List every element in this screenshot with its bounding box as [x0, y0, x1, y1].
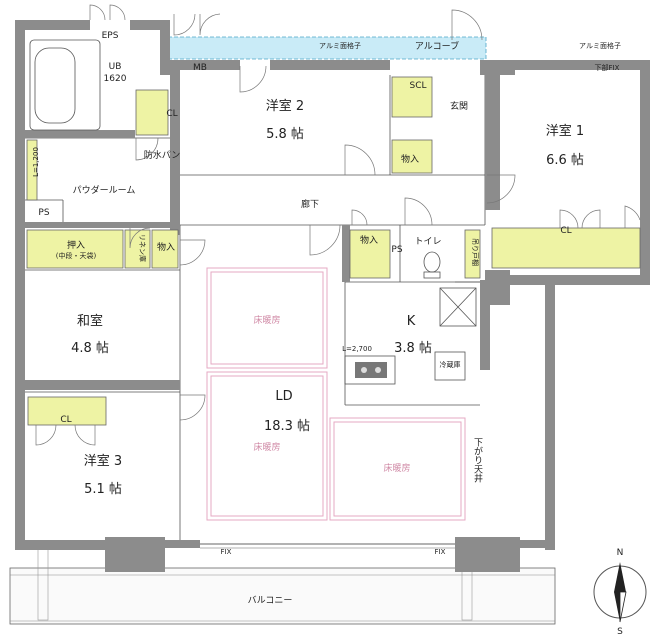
balcony	[9, 547, 556, 625]
mb-label: MB	[193, 63, 207, 73]
l1200-label: L=1,200	[32, 147, 40, 177]
compass-north: N	[617, 548, 624, 558]
balcony-label: バルコニー	[248, 595, 293, 606]
entrance-storage-label: 物入	[401, 153, 419, 165]
oshiire-sub-label: (中段・天袋)	[56, 251, 97, 260]
powder-shelf	[26, 139, 38, 201]
wall-shelf	[464, 229, 481, 279]
oshiire-label: 押入	[67, 239, 85, 251]
floor-heat2-label: 床暖房	[253, 441, 280, 453]
linen-label: リネン庫	[138, 234, 147, 262]
kitchen-label: K	[407, 314, 416, 329]
compass: N S	[593, 548, 647, 637]
linen-closet	[124, 229, 151, 269]
alumi-lattice-label: アルミ面格子	[319, 41, 361, 50]
western3-label: 洋室 3	[84, 453, 122, 469]
ps2-label: PS	[391, 245, 402, 255]
ub-size: 1620	[104, 74, 127, 84]
western2-label: 洋室 2	[266, 98, 304, 114]
kitchen-counter	[344, 351, 466, 385]
ld-size: 18.3 帖	[264, 419, 310, 434]
western1-size: 6.6 帖	[546, 153, 584, 168]
fix1-label: FIX	[221, 548, 232, 556]
fridge-label: 冷蔵庫	[440, 360, 461, 369]
western1-label: 洋室 1	[546, 123, 584, 139]
bathtub	[29, 39, 101, 131]
ld-label: LD	[275, 389, 292, 404]
washitsu-size: 4.8 帖	[71, 341, 109, 356]
l2700-label: L=2,700	[342, 345, 372, 353]
walls	[15, 20, 650, 572]
scl-label: SCL	[409, 81, 426, 91]
cl3-closet	[27, 396, 107, 426]
western3-size: 5.1 帖	[84, 482, 122, 497]
waterproof-pan-label: 防水パン	[144, 149, 180, 161]
door-swings	[35, 4, 641, 446]
fix2-label: FIX	[435, 548, 446, 556]
entrance-label: 玄関	[450, 100, 468, 112]
cl-ub-closet	[135, 89, 169, 136]
cl1-label: CL	[560, 226, 571, 236]
oshiire-closet	[26, 229, 124, 269]
ub-label: UB	[109, 62, 122, 72]
room-labels: EPS MB UB 1620 CL アルミ面格子 アルコーブ アルミ面格子 下部…	[32, 31, 621, 606]
shelf-label: 吊り戸棚	[471, 238, 480, 266]
ps1-label: PS	[38, 208, 49, 218]
floor-heat3-label: 床暖房	[383, 462, 410, 474]
scl-closet	[391, 76, 433, 118]
alcove-label: アルコーブ	[415, 40, 459, 52]
floor-heat1-label: 床暖房	[253, 314, 280, 326]
western2-size: 5.8 帖	[266, 127, 304, 142]
washitsu-label: 和室	[77, 313, 103, 329]
toilet-fixture	[423, 251, 441, 279]
linen-storage-label: 物入	[157, 241, 175, 253]
toilet-label: トイレ	[414, 237, 441, 247]
cl1-closet	[491, 227, 641, 269]
alumi-lattice2-label: アルミ面格子	[579, 41, 621, 50]
eps-label: EPS	[102, 31, 119, 41]
storage-areas	[26, 76, 641, 426]
powder-room-label: パウダールーム	[73, 184, 136, 196]
entrance-storage	[391, 139, 433, 174]
compass-south: S	[617, 627, 623, 637]
cl3-label: CL	[60, 415, 71, 425]
lowered-ceiling-label: 下がり天井	[472, 438, 483, 484]
floor-heating-zones	[206, 267, 466, 521]
kitchen-size: 3.8 帖	[394, 341, 432, 356]
toilet-storage	[349, 229, 391, 279]
toilet-storage-label: 物入	[360, 234, 378, 246]
linen-storage	[151, 229, 179, 269]
cl-ub-label: CL	[166, 109, 177, 119]
corridor-label: 廊下	[301, 198, 319, 210]
lower-fix-label: 下部FIX	[595, 63, 620, 72]
